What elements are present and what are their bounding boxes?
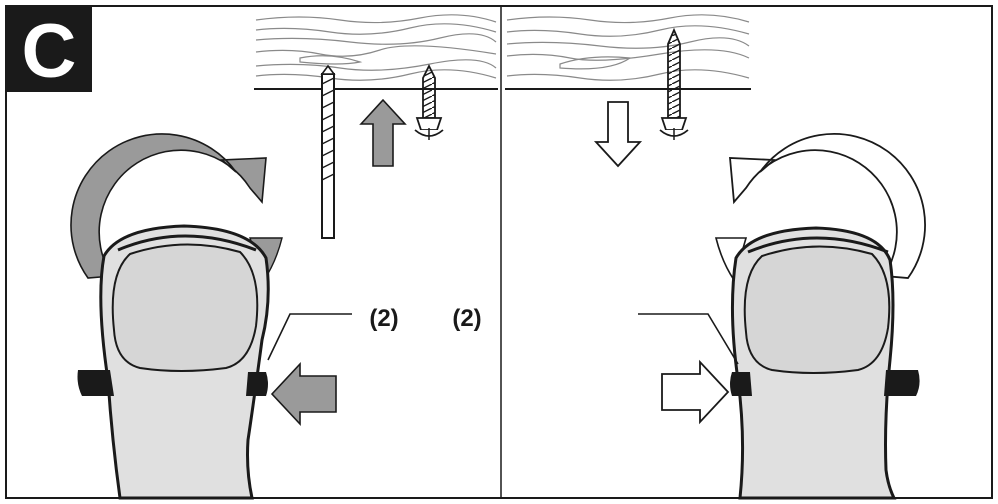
callout-label-right: (2) <box>452 305 481 332</box>
left-push-arrow-icon <box>270 361 337 427</box>
drill-bit <box>320 64 336 239</box>
direction-switch-left <box>77 370 114 396</box>
right-push-arrow-icon <box>661 359 730 425</box>
callout-leader-right <box>638 313 739 365</box>
down-arrow-icon <box>593 101 643 168</box>
screw-right <box>659 27 689 140</box>
callout-label-left: (2) <box>369 305 398 332</box>
wood-board-left <box>254 12 498 90</box>
badge-letter: C <box>22 9 77 94</box>
screw-left <box>414 63 444 140</box>
drill-body-left <box>99 224 270 500</box>
direction-switch-right <box>884 370 920 396</box>
drill-body-right <box>730 226 897 500</box>
clockwise-rotation-arrow-icon <box>70 133 267 279</box>
counterclockwise-rotation-arrow-icon <box>729 133 926 279</box>
wood-board-right <box>505 12 751 90</box>
callout-leader-left <box>267 313 352 361</box>
direction-switch-left-right <box>246 372 268 396</box>
up-arrow-icon <box>359 98 407 167</box>
figure-frame <box>5 5 993 499</box>
figure-badge: C <box>6 6 92 94</box>
direction-switch-right-left <box>730 372 752 396</box>
